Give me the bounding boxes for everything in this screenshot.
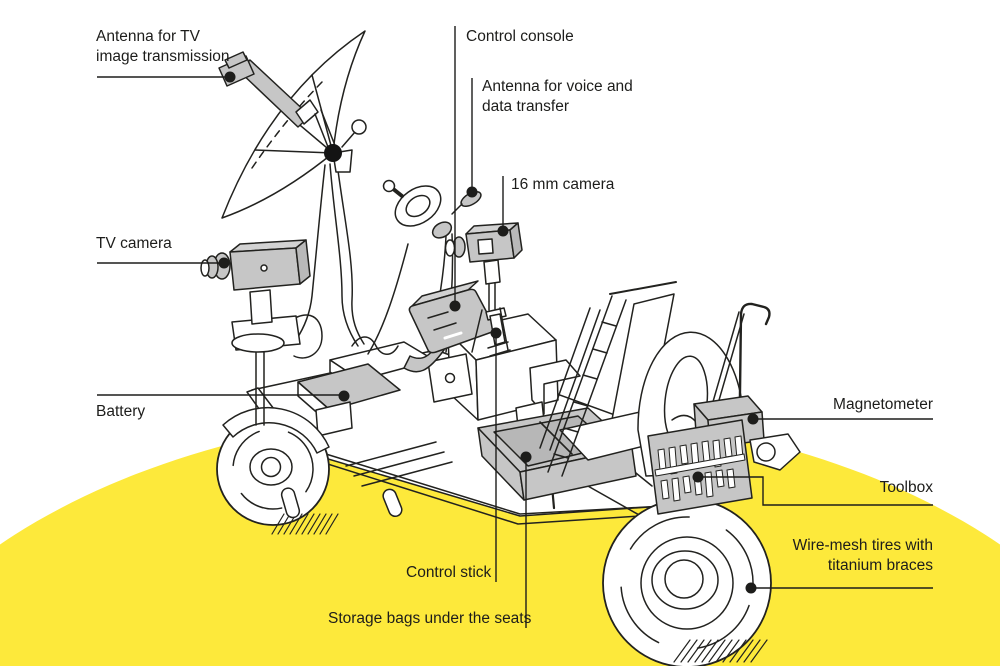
label-16mm-camera: 16 mm camera (511, 175, 614, 195)
label-text: Wire-mesh tires with (792, 537, 933, 554)
rear-right-wheel (602, 498, 772, 666)
label-wire-mesh-tires: Wire-mesh tires with titanium braces (793, 536, 933, 576)
label-text: Antenna for voice and (482, 78, 633, 95)
leader-toolbox (692, 471, 933, 506)
handle (737, 302, 771, 472)
label-control-console: Control console (466, 27, 574, 47)
label-text: image transmission (96, 48, 230, 65)
label-text: Magnetometer (833, 396, 933, 413)
camera-16mm-part (444, 222, 523, 353)
label-toolbox: Toolbox (880, 478, 933, 498)
label-text: TV camera (96, 235, 172, 252)
label-text: Storage bags under the seats (328, 610, 532, 627)
leader-battery (97, 390, 350, 402)
label-control-stick: Control stick (406, 563, 491, 583)
cables (295, 162, 365, 347)
leader-antenna-tv (97, 71, 236, 83)
control-console-part (351, 280, 511, 373)
toolbox-part (647, 419, 753, 515)
leader-control-console (449, 26, 461, 312)
label-text: 16 mm camera (511, 176, 615, 193)
leader-storage-bags (520, 451, 532, 628)
front-left-wheel (216, 406, 339, 535)
leader-control-stick (490, 327, 502, 582)
label-antenna-tv: Antenna for TV image transmission (96, 27, 230, 67)
label-text: Toolbox (879, 479, 933, 496)
label-tv-camera: TV camera (96, 234, 172, 254)
label-text: titanium braces (827, 557, 933, 574)
label-text: Antenna for TV (96, 28, 200, 45)
label-storage-bags: Storage bags under the seats (328, 609, 531, 629)
label-antenna-voice: Antenna for voice and data transfer (482, 77, 633, 117)
dish-antenna (218, 30, 367, 219)
leader-magnetometer (747, 413, 933, 425)
leader-antenna-voice (466, 78, 478, 198)
label-text: Control stick (406, 564, 492, 581)
chassis-pegs (280, 487, 403, 519)
label-battery: Battery (96, 402, 145, 422)
leader-wire-mesh (745, 582, 933, 594)
battery (297, 341, 435, 437)
leader-camera-16mm (497, 176, 509, 237)
label-text: Battery (96, 403, 146, 420)
label-magnetometer: Magnetometer (833, 395, 933, 415)
label-text: data transfer (482, 98, 570, 115)
leader-tv-camera (97, 257, 230, 269)
label-text: Control console (466, 28, 574, 45)
